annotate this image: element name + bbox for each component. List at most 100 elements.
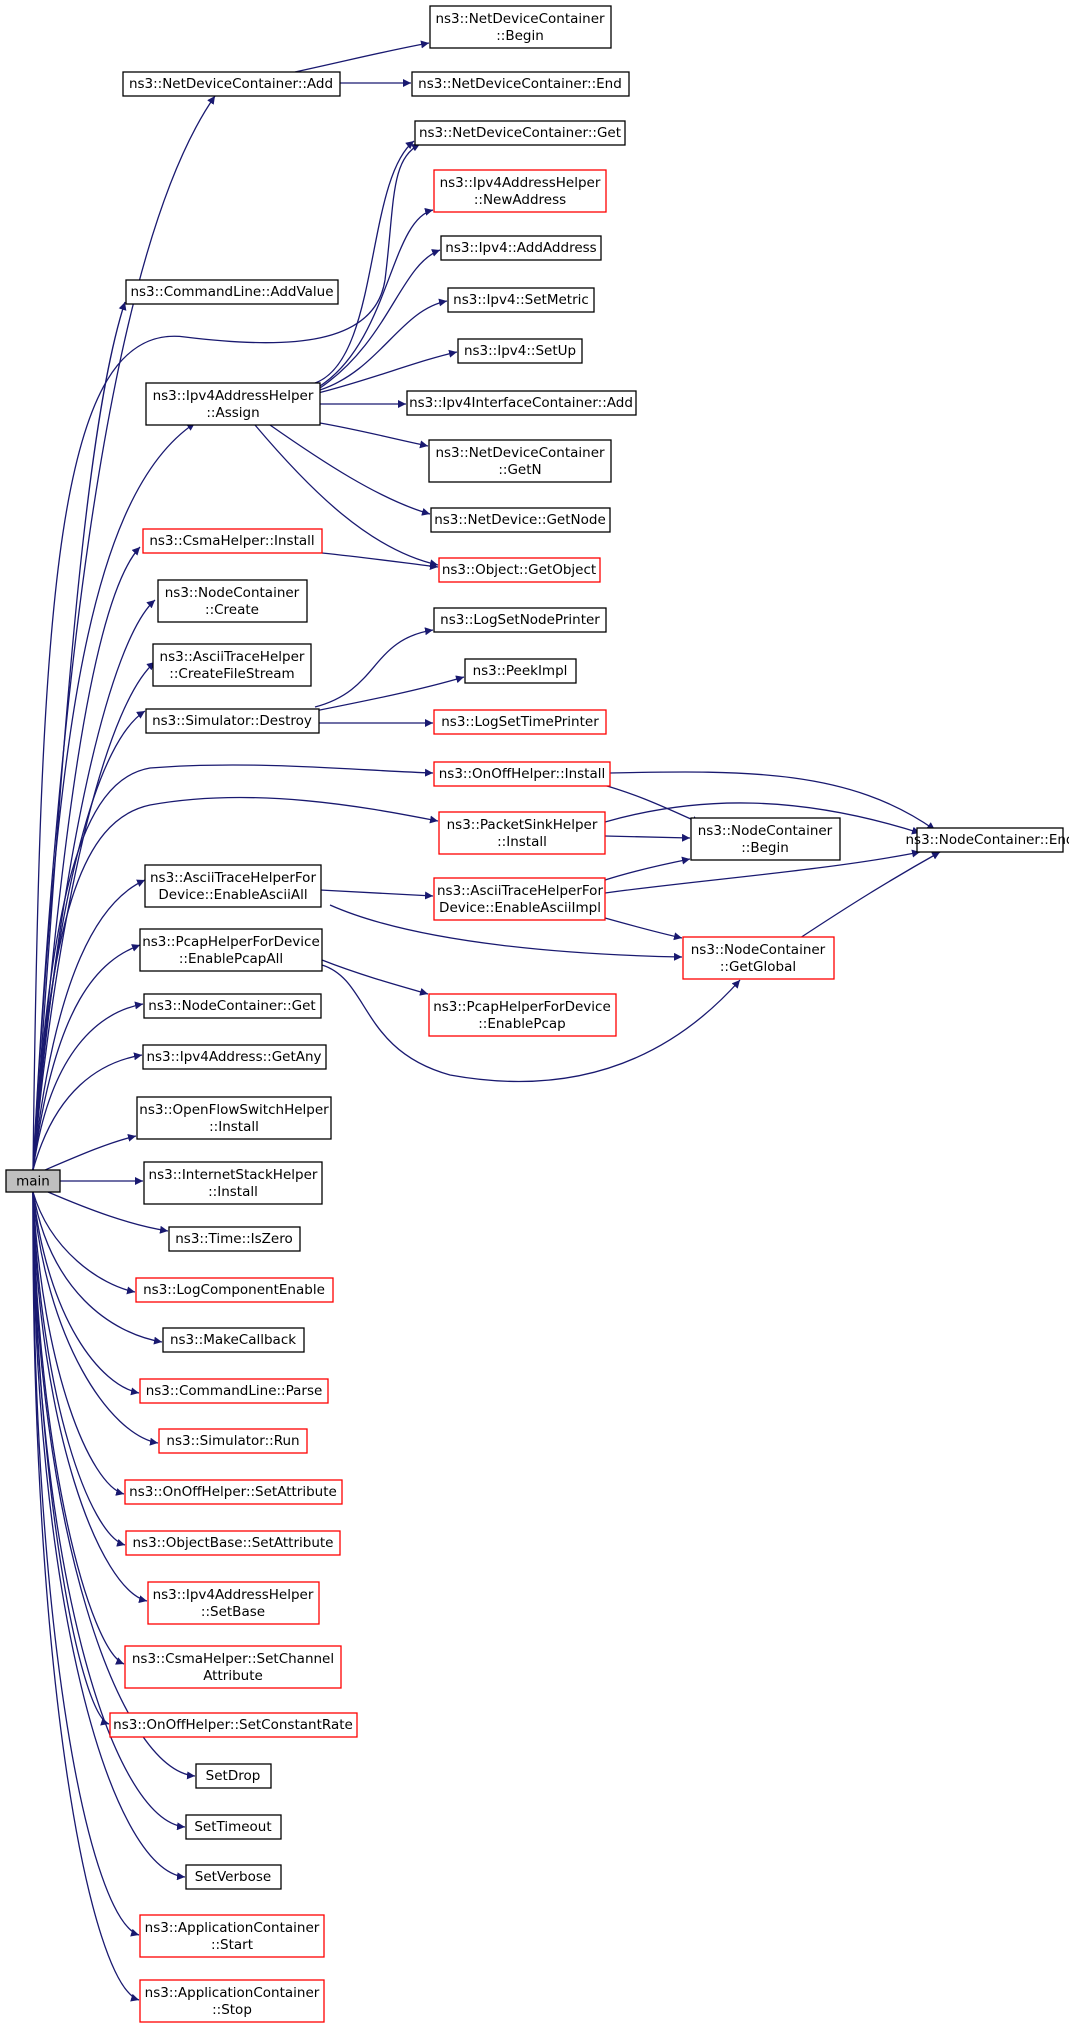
node-ipv4a-getany-label: ns3::Ipv4Address::GetAny (146, 1049, 321, 1065)
node-phfd-enableall-label-1: ns3::PcapHelperForDevice (142, 934, 320, 950)
node-cl-addvalue[interactable]: ns3::CommandLine::AddValue (125, 279, 339, 305)
node-time-iszero[interactable]: ns3::Time::IsZero (168, 1226, 301, 1252)
node-athfd-enableall[interactable]: ns3::AsciiTraceHelperFor Device::EnableA… (144, 864, 322, 908)
node-ndc-begin[interactable]: ns3::NetDeviceContainer ::Begin (429, 5, 612, 49)
node-psh-install[interactable]: ns3::PacketSinkHelper ::Install (438, 811, 606, 855)
node-athfd-enableall-label-2: Device::EnableAsciiAll (158, 887, 307, 903)
node-logcompenable-label: ns3::LogComponentEnable (143, 1282, 325, 1298)
node-onoff-install[interactable]: ns3::OnOffHelper::Install (433, 761, 611, 787)
node-athfd-enableimpl[interactable]: ns3::AsciiTraceHelperFor Device::EnableA… (433, 877, 606, 921)
node-makecallback[interactable]: ns3::MakeCallback (162, 1327, 305, 1353)
call-graph-nodes: main ns3::NetDeviceContainer::Add ns3::N… (5, 5, 1069, 2023)
node-sim-destroy[interactable]: ns3::Simulator::Destroy (145, 708, 320, 734)
node-objbase-setattr[interactable]: ns3::ObjectBase::SetAttribute (125, 1530, 341, 1556)
node-ac-stop[interactable]: ns3::ApplicationContainer ::Stop (139, 1979, 325, 2023)
node-nc-begin[interactable]: ns3::NodeContainer ::Begin (690, 817, 841, 861)
edge-main-time-iszero (47, 1191, 169, 1234)
edge-main-ofsh-install (44, 1133, 137, 1171)
edge-pcapall-enablepcap (321, 959, 429, 996)
node-ipv4-setmetric[interactable]: ns3::Ipv4::SetMetric (447, 287, 595, 313)
node-setdrop[interactable]: SetDrop (195, 1763, 272, 1789)
node-ndc-end-label: ns3::NetDeviceContainer::End (418, 76, 622, 92)
node-onoff-setconstrate-label: ns3::OnOffHelper::SetConstantRate (113, 1717, 353, 1733)
node-setverbose-label: SetVerbose (195, 1869, 271, 1885)
node-logsetnodeprinter[interactable]: ns3::LogSetNodePrinter (433, 607, 607, 633)
node-logcompenable[interactable]: ns3::LogComponentEnable (135, 1277, 334, 1303)
node-ipv4ah-assign-label-1: ns3::Ipv4AddressHelper (153, 388, 314, 404)
edge-main-phfd-enableall (32, 944, 141, 1171)
node-logsettimeprinter[interactable]: ns3::LogSetTimePrinter (433, 709, 607, 735)
node-phfd-enableall[interactable]: ns3::PcapHelperForDevice ::EnablePcapAll (139, 928, 323, 972)
node-ac-start-label-2: ::Start (211, 1937, 253, 1953)
node-nc-create[interactable]: ns3::NodeContainer ::Create (157, 579, 308, 623)
node-phfd-enableall-label-2: ::EnablePcapAll (179, 951, 283, 967)
node-ndc-add[interactable]: ns3::NetDeviceContainer::Add (122, 71, 341, 97)
node-cl-parse-label: ns3::CommandLine::Parse (146, 1383, 323, 1399)
edge-main-ath-createfs (32, 661, 156, 1171)
node-ac-start-label-1: ns3::ApplicationContainer (145, 1920, 320, 1936)
node-peekimpl-label: ns3::PeekImpl (473, 663, 568, 679)
node-cl-addvalue-label: ns3::CommandLine::AddValue (130, 284, 333, 300)
edge-enableimpl-nc-begin (604, 856, 691, 881)
node-phfd-enablepcap-label-1: ns3::PcapHelperForDevice (433, 999, 611, 1015)
node-ndc-begin-label-1: ns3::NetDeviceContainer (435, 11, 605, 27)
node-ac-stop-label-2: ::Stop (212, 2002, 252, 2018)
node-ipv4ic-add[interactable]: ns3::Ipv4InterfaceContainer::Add (406, 390, 637, 416)
node-ndc-get[interactable]: ns3::NetDeviceContainer::Get (414, 120, 626, 146)
node-ipv4-addaddr[interactable]: ns3::Ipv4::AddAddress (440, 235, 602, 261)
node-onoff-setattr[interactable]: ns3::OnOffHelper::SetAttribute (124, 1479, 343, 1505)
node-ofsh-install[interactable]: ns3::OpenFlowSwitchHelper ::Install (136, 1096, 332, 1140)
node-csma-setchattr[interactable]: ns3::CsmaHelper::SetChannel Attribute (124, 1645, 342, 1689)
edge-psh-install-nc-end (604, 802, 921, 835)
edge-main-setdrop (32, 1191, 196, 1780)
node-cl-parse[interactable]: ns3::CommandLine::Parse (139, 1378, 329, 1404)
node-nc-end[interactable]: ns3::NodeContainer::End (906, 827, 1069, 853)
edge-csma-install-getobject (321, 552, 439, 571)
edge-main-ipv4ah-setbase (32, 1191, 148, 1604)
node-ipv4-setup-label: ns3::Ipv4::SetUp (464, 343, 576, 359)
edge-main-csma-setchattr (32, 1191, 125, 1665)
node-ipv4ah-newaddr[interactable]: ns3::Ipv4AddressHelper ::NewAddress (433, 169, 607, 213)
node-onoff-setconstrate[interactable]: ns3::OnOffHelper::SetConstantRate (109, 1712, 358, 1738)
node-nc-get-label: ns3::NodeContainer::Get (148, 998, 315, 1014)
node-peekimpl[interactable]: ns3::PeekImpl (464, 658, 577, 684)
node-sim-run-label: ns3::Simulator::Run (166, 1433, 299, 1449)
node-ac-start[interactable]: ns3::ApplicationContainer ::Start (139, 1914, 325, 1958)
node-nc-getglobal[interactable]: ns3::NodeContainer ::GetGlobal (682, 936, 835, 980)
node-ndc-end[interactable]: ns3::NetDeviceContainer::End (411, 71, 630, 97)
edge-assign-setmetric (319, 298, 448, 391)
edge-main-onoff-install (32, 764, 434, 1171)
node-csma-install-label: ns3::CsmaHelper::Install (149, 533, 314, 549)
node-psh-install-label-1: ns3::PacketSinkHelper (447, 817, 598, 833)
node-ndc-getn[interactable]: ns3::NetDeviceContainer ::GetN (428, 439, 612, 483)
node-phfd-enablepcap[interactable]: ns3::PcapHelperForDevice ::EnablePcap (428, 993, 617, 1037)
node-nc-get[interactable]: ns3::NodeContainer::Get (143, 993, 322, 1019)
node-ipv4ah-newaddr-label-1: ns3::Ipv4AddressHelper (440, 175, 601, 191)
node-nd-getnode[interactable]: ns3::NetDevice::GetNode (430, 507, 611, 533)
node-ish-install[interactable]: ns3::InternetStackHelper ::Install (143, 1161, 323, 1205)
edge-main-makecallback (32, 1191, 163, 1345)
node-ndc-get-label: ns3::NetDeviceContainer::Get (419, 125, 621, 141)
node-ipv4-setup[interactable]: ns3::Ipv4::SetUp (457, 338, 583, 364)
node-ipv4ah-assign[interactable]: ns3::Ipv4AddressHelper ::Assign (145, 382, 321, 426)
node-ipv4ah-setbase[interactable]: ns3::Ipv4AddressHelper ::SetBase (147, 1581, 320, 1625)
node-ipv4-setmetric-label: ns3::Ipv4::SetMetric (453, 292, 589, 308)
edge-psh-install-nc-begin (604, 833, 691, 842)
node-ath-createfs[interactable]: ns3::AsciiTraceHelper ::CreateFileStream (152, 643, 312, 687)
edge-getglobal-nc-end (799, 851, 941, 939)
node-sim-destroy-label: ns3::Simulator::Destroy (152, 713, 312, 729)
edge-main-ndc-get (32, 143, 421, 1171)
node-main[interactable]: main (5, 1169, 61, 1193)
node-onoff-setattr-label: ns3::OnOffHelper::SetAttribute (129, 1484, 337, 1500)
node-sim-run[interactable]: ns3::Simulator::Run (158, 1428, 308, 1454)
node-settimeout[interactable]: SetTimeout (185, 1814, 282, 1840)
node-ipv4ah-setbase-label-2: ::SetBase (201, 1604, 265, 1620)
edge-main-onoff-setattr (32, 1191, 125, 1496)
node-obj-getobject[interactable]: ns3::Object::GetObject (438, 557, 601, 583)
edge-main-ac-stop (32, 1191, 140, 2002)
node-ipv4-addaddr-label: ns3::Ipv4::AddAddress (445, 240, 596, 256)
node-setverbose[interactable]: SetVerbose (185, 1864, 282, 1890)
node-csma-install[interactable]: ns3::CsmaHelper::Install (142, 528, 323, 554)
edge-main-cl-parse (32, 1191, 140, 1396)
node-ipv4a-getany[interactable]: ns3::Ipv4Address::GetAny (142, 1044, 327, 1070)
